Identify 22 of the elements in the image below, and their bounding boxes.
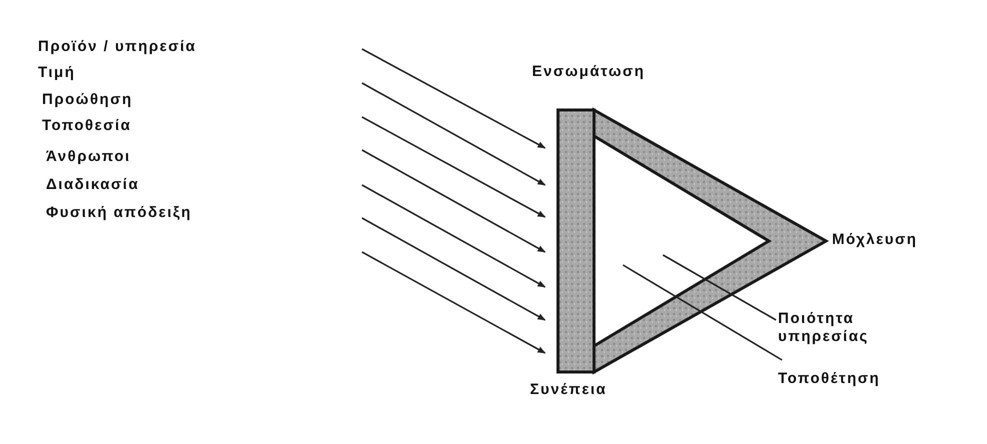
vertex-label: Μόχλευση <box>832 231 918 249</box>
list-item-label: Τιμή <box>38 64 76 82</box>
list-item-label: Τοποθεσία <box>42 117 132 135</box>
vertex-label: Ενσωμάτωση <box>532 63 646 81</box>
item-label: Ποιότητα υπηρεσίας <box>778 310 888 346</box>
arrow <box>362 116 546 218</box>
arrow <box>362 48 546 149</box>
arrow <box>362 217 546 321</box>
arrow <box>362 184 546 288</box>
list-item-label: Άνθρωποι <box>46 148 131 166</box>
line <box>662 254 776 321</box>
arrow <box>362 251 546 354</box>
bar-shape <box>556 108 596 374</box>
list-item-label: Προώθηση <box>42 91 133 109</box>
line <box>622 264 782 361</box>
item-label: Τοποθέτηση <box>778 370 880 388</box>
arrow <box>362 82 546 186</box>
list-item-label: Προϊόν / υπηρεσία <box>38 38 196 56</box>
list-item-label: Διαδικασία <box>46 176 140 194</box>
list-item-label: Φυσική απόδειξη <box>46 204 192 222</box>
arrow <box>362 149 546 253</box>
vertex-label: Συνέπεια <box>530 381 607 399</box>
